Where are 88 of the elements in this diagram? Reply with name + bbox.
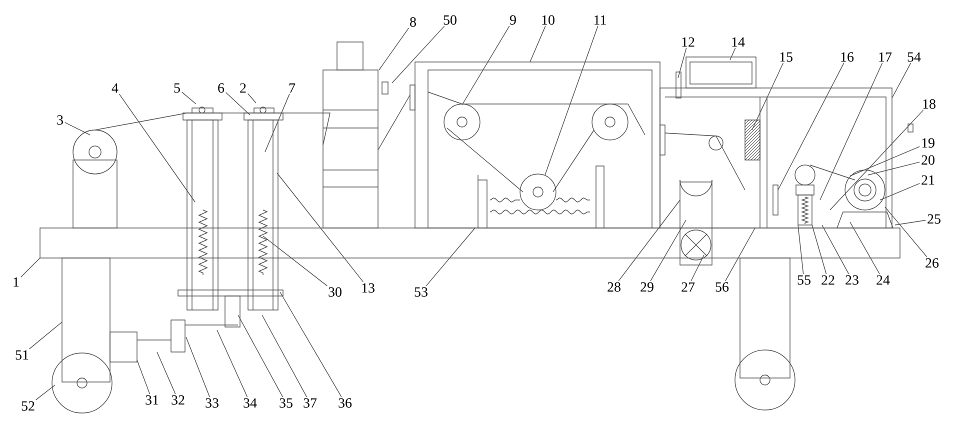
leader-line <box>20 258 40 278</box>
leader-line <box>264 94 290 152</box>
leader-line <box>136 360 150 394</box>
callout-number: 27 <box>682 282 695 292</box>
callout-number: 18 <box>923 99 936 109</box>
callout-number: 30 <box>328 287 342 297</box>
callout-number: 8 <box>410 17 416 27</box>
callout-number: 23 <box>846 275 858 285</box>
callout-number: 35 <box>280 398 292 408</box>
callout-number: 54 <box>908 52 921 62</box>
leader-line <box>262 314 308 398</box>
callout-number: 9 <box>510 15 516 25</box>
callout-number: 1 <box>14 277 19 287</box>
leader-line <box>618 200 680 282</box>
leader-line <box>462 26 510 106</box>
leader-line <box>216 330 248 398</box>
leader-line <box>850 222 880 274</box>
callout-number: 19 <box>922 138 934 148</box>
leader-line <box>730 48 736 60</box>
leader-line <box>884 206 928 258</box>
leader-line <box>392 26 445 84</box>
leader-line <box>830 110 924 210</box>
leader-line <box>725 228 756 282</box>
callout-number: 3 <box>57 115 63 125</box>
leader-line <box>28 322 62 350</box>
leader-line <box>678 48 687 78</box>
callout-number: 34 <box>244 398 257 408</box>
callout-number: 16 <box>841 52 854 62</box>
callout-number: 28 <box>608 282 620 292</box>
callout-number: 56 <box>716 282 729 292</box>
callout-number: 50 <box>444 15 456 25</box>
leader-line <box>378 28 410 70</box>
callout-number: 55 <box>798 275 810 285</box>
leader-line <box>248 93 256 104</box>
leader-line <box>226 92 250 116</box>
callout-number: 11 <box>594 15 606 25</box>
callout-number: 6 <box>218 83 224 93</box>
leader-line <box>238 314 284 398</box>
callout-number: 15 <box>780 52 792 62</box>
callout-number: 2 <box>240 83 246 93</box>
leader-line <box>35 384 56 400</box>
leader-line <box>530 26 546 62</box>
callout-number: 7 <box>289 83 296 93</box>
callout-number: 4 <box>112 83 118 93</box>
leader-line <box>426 228 476 286</box>
callout-number: 29 <box>640 282 654 292</box>
callout-number: 25 <box>928 214 940 224</box>
callout-number: 51 <box>16 350 28 360</box>
leader-line <box>182 92 196 104</box>
callout-number: 22 <box>822 275 834 285</box>
callout-number: 24 <box>876 275 890 285</box>
leader-line <box>690 254 704 282</box>
callout-number: 37 <box>304 398 317 408</box>
leader-line <box>798 224 804 274</box>
leader-line <box>778 62 844 190</box>
leader-line <box>752 62 784 130</box>
callout-number: 10 <box>542 15 554 25</box>
callout-number: 26 <box>926 258 939 268</box>
callout-number: 53 <box>414 287 428 297</box>
callout-number: 13 <box>362 283 374 293</box>
leader-line <box>544 26 598 176</box>
leader-line <box>276 172 364 282</box>
callout-number: 17 <box>879 52 892 62</box>
leader-line <box>650 220 686 282</box>
leader-line <box>868 162 920 176</box>
callout-number: 21 <box>922 175 934 185</box>
leader-line <box>262 236 328 286</box>
callout-number: 14 <box>732 37 745 47</box>
leader-line <box>822 224 850 274</box>
leader-line <box>156 352 176 394</box>
leader-line <box>880 183 920 200</box>
callout-number: 52 <box>22 401 34 411</box>
leader-line <box>186 336 210 398</box>
leader-line <box>850 146 920 176</box>
leader-line <box>894 220 926 226</box>
callout-number: 20 <box>922 155 934 165</box>
callout-number: 5 <box>174 83 180 93</box>
callout-number: 33 <box>206 398 218 408</box>
leader-line <box>820 62 883 200</box>
leader-line <box>280 292 342 398</box>
leader-line <box>812 224 827 274</box>
callout-number: 32 <box>172 395 184 405</box>
callout-number: 31 <box>146 395 158 405</box>
callout-number: 36 <box>338 398 352 408</box>
leader-line <box>892 62 912 98</box>
leader-line <box>118 94 196 202</box>
leader-line <box>64 122 90 136</box>
callout-number: 12 <box>682 37 694 47</box>
